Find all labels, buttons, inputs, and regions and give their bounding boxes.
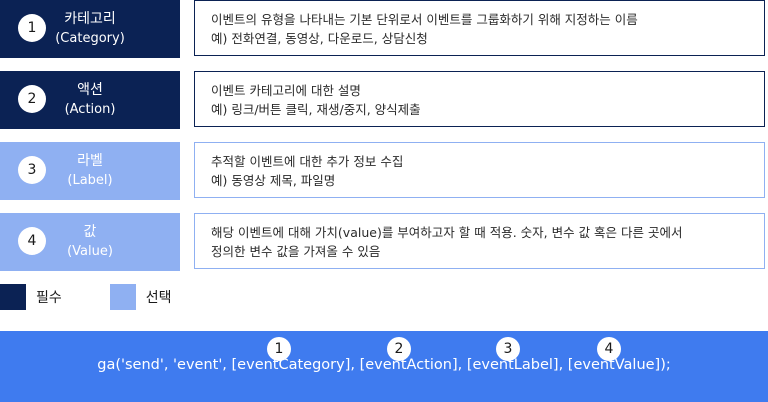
description-line: 이벤트 카테고리에 대한 설명 (211, 83, 361, 98)
example-line: 예) 링크/버튼 클릭, 재생/중지, 양식제출 (211, 102, 421, 117)
row-category: 1 카테고리 (Category) 이벤트의 유형을 나타내는 기본 단위로서 … (0, 0, 768, 58)
field-name: 값 (83, 224, 97, 240)
value-label-box: 4 값 (Value) (0, 213, 180, 271)
legend-optional-label: 선택 (145, 290, 172, 306)
code-marker-1: 1 (267, 337, 291, 361)
row-label: 3 라벨 (Label) 추적할 이벤트에 대한 추가 정보 수집 예) 동영상… (0, 142, 768, 200)
code-marker-2: 2 (387, 337, 411, 361)
description-line-2: 정의한 변수 값을 가져올 수 있음 (211, 244, 381, 259)
row-action: 2 액션 (Action) 이벤트 카테고리에 대한 설명 예) 링크/버튼 클… (0, 71, 768, 129)
required-swatch (0, 284, 26, 310)
field-name: 액션 (77, 82, 103, 98)
legend-required-label: 필수 (36, 290, 62, 306)
number-badge: 3 (18, 156, 46, 184)
field-name: 라벨 (77, 153, 103, 169)
field-english-name: (Label) (67, 173, 113, 188)
example-line: 예) 전화연결, 동영상, 다운로드, 상담신청 (211, 31, 428, 46)
number-badge: 1 (18, 14, 46, 42)
code-snippet: ga('send', 'event', [eventCategory], [ev… (97, 357, 671, 373)
field-english-name: (Value) (67, 244, 113, 259)
description-line: 해당 이벤트에 대해 가치(value)를 부여하고자 할 때 적용. 숫자, … (211, 225, 683, 240)
legend: 필수 선택 (0, 284, 172, 310)
field-name: 카테고리 (64, 11, 116, 27)
category-description-box: 이벤트의 유형을 나타내는 기본 단위로서 이벤트를 그룹화하기 위해 지정하는… (194, 0, 765, 56)
description-line: 추적할 이벤트에 대한 추가 정보 수집 (211, 154, 404, 169)
code-marker-3: 3 (496, 337, 520, 361)
example-line: 예) 동영상 제목, 파일명 (211, 173, 336, 188)
number-badge: 2 (18, 85, 46, 113)
label-description-box: 추적할 이벤트에 대한 추가 정보 수집 예) 동영상 제목, 파일명 (194, 142, 765, 198)
label-label-box: 3 라벨 (Label) (0, 142, 180, 200)
action-label-box: 2 액션 (Action) (0, 71, 180, 129)
code-marker-4: 4 (597, 337, 621, 361)
description-line: 이벤트의 유형을 나타내는 기본 단위로서 이벤트를 그룹화하기 위해 지정하는… (211, 12, 638, 27)
category-label-box: 1 카테고리 (Category) (0, 0, 180, 58)
value-description-box: 해당 이벤트에 대해 가치(value)를 부여하고자 할 때 적용. 숫자, … (194, 213, 765, 269)
row-value: 4 값 (Value) 해당 이벤트에 대해 가치(value)를 부여하고자 … (0, 213, 768, 271)
action-description-box: 이벤트 카테고리에 대한 설명 예) 링크/버튼 클릭, 재생/중지, 양식제출 (194, 71, 765, 127)
optional-swatch (109, 284, 136, 310)
field-english-name: (Category) (55, 31, 125, 46)
field-english-name: (Action) (64, 102, 116, 117)
code-panel: 1 2 3 4 ga('send', 'event', [eventCatego… (0, 331, 768, 402)
number-badge: 4 (18, 227, 46, 255)
